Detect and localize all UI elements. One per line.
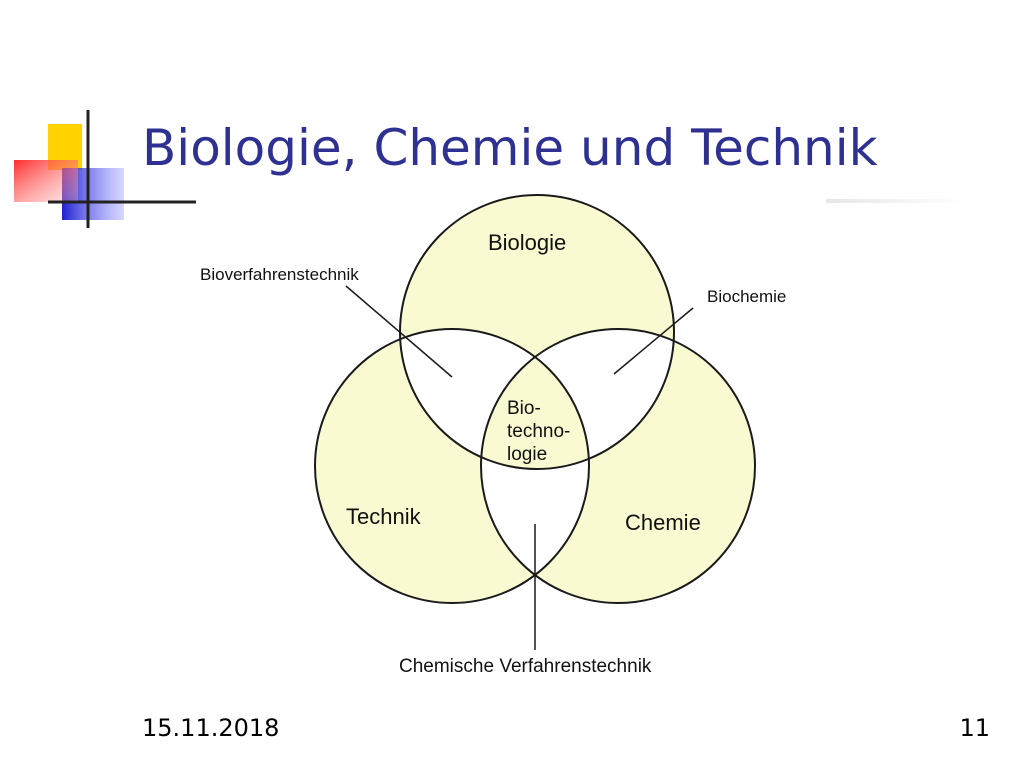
outline-chemie	[480, 328, 756, 604]
label-bioverfahrenstechnik: Bioverfahrenstechnik	[200, 265, 359, 284]
leader-biochemie	[613, 307, 694, 375]
label-biologie: Biologie	[488, 230, 566, 255]
slide-title: Biologie, Chemie und Technik	[142, 119, 878, 177]
leader-bioverfahrenstechnik	[345, 285, 453, 378]
label-biotechnologie-2: techno-	[507, 421, 570, 442]
footer-page-number: 11	[959, 714, 990, 742]
label-chemie: Chemie	[625, 510, 701, 535]
title-underline	[826, 199, 966, 203]
label-chemische-verfahrenstechnik: Chemische Verfahrenstechnik	[399, 656, 652, 677]
label-biotechnologie-3: logie	[507, 444, 547, 465]
corner-decoration	[14, 110, 196, 228]
outline-technik	[314, 328, 590, 604]
footer-date: 15.11.2018	[142, 714, 280, 742]
label-technik: Technik	[346, 504, 422, 529]
red-square	[14, 160, 78, 202]
label-biochemie: Biochemie	[707, 287, 786, 306]
label-biotechnologie-1: Bio-	[507, 398, 541, 419]
intersection-all	[481, 329, 589, 469]
